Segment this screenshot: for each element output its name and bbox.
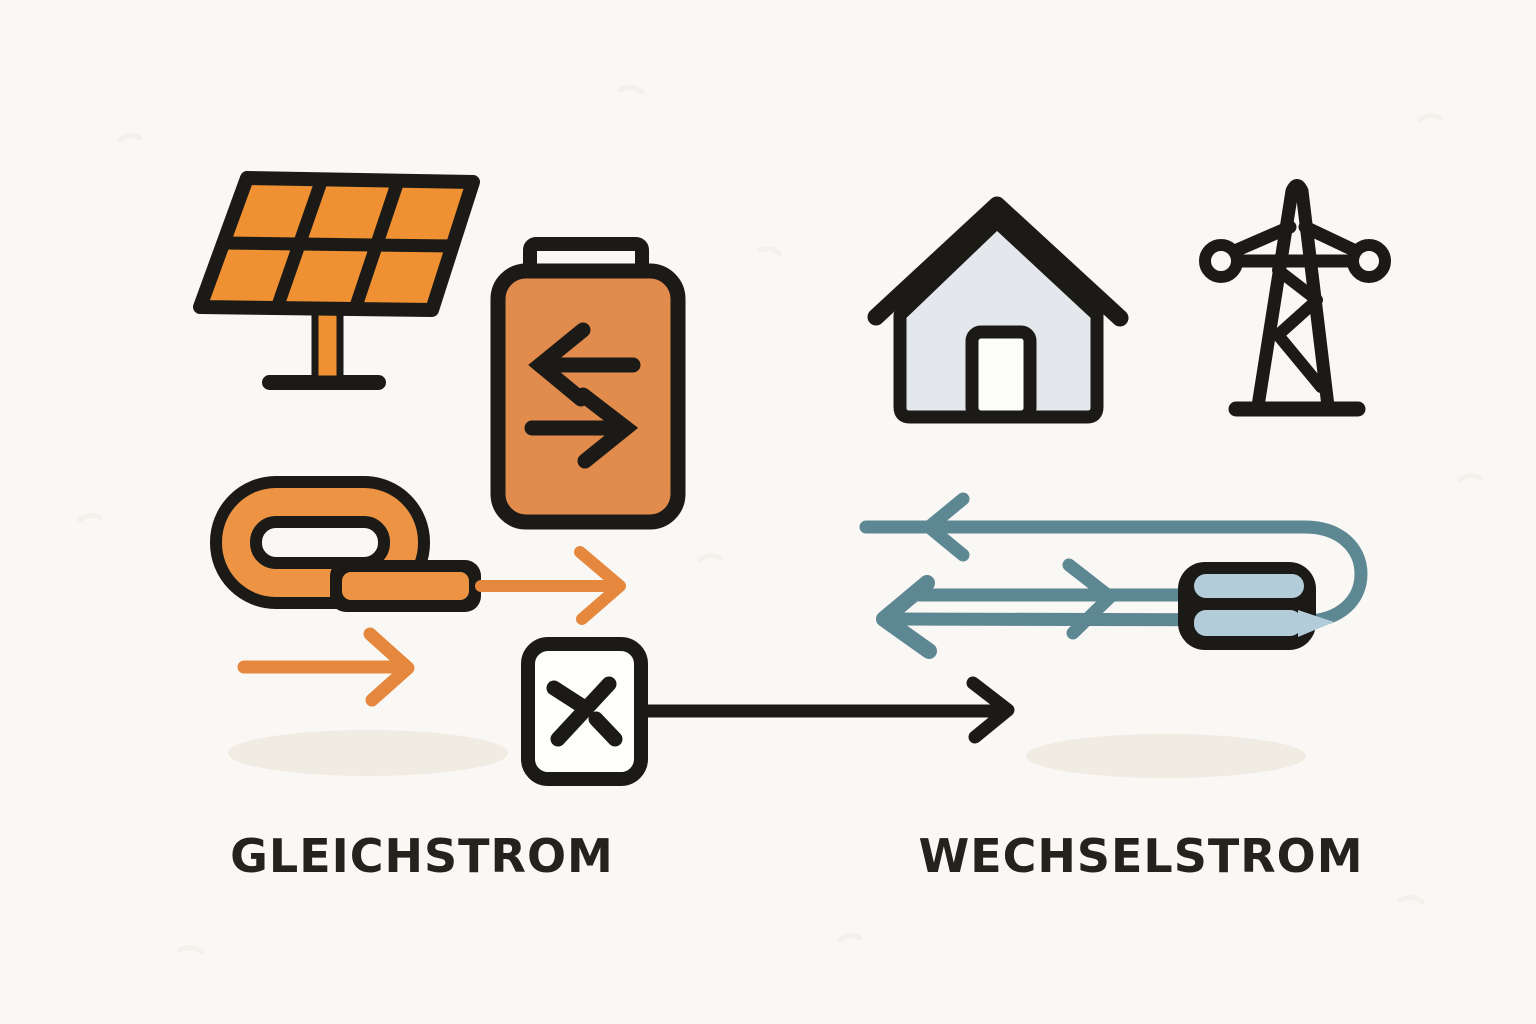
ground-shadow-right [1026, 734, 1306, 778]
ac-cable-top-loop [859, 520, 1368, 628]
ac-plug-cable-top [1194, 574, 1304, 598]
ac-arrow-right [1062, 558, 1117, 640]
inverter-icon [521, 637, 648, 786]
battery-exchange-arrows [524, 322, 641, 469]
ac-plug-icon [1178, 562, 1334, 650]
ac-plug-cable-bottom [1194, 610, 1302, 636]
house-icon [867, 196, 1129, 424]
ac-label: WECHSELSTROM [918, 829, 1364, 883]
pylon-insulator-right [1347, 239, 1391, 283]
pylon-legs [1251, 179, 1335, 413]
background-texture [77, 84, 1483, 955]
ac-arrow-left-top [922, 492, 970, 562]
dc-cable-coil-icon [210, 476, 481, 612]
pylon-lattice [1272, 264, 1327, 393]
battery-icon [490, 237, 686, 530]
power-pylon-icon [1199, 179, 1391, 417]
solar-panel-grid [223, 176, 453, 312]
dc-to-ac-arrow-icon [634, 676, 1015, 744]
solar-panel-icon [193, 171, 480, 390]
dc-coil-cable [222, 488, 418, 597]
house-roof [867, 196, 1129, 327]
dc-coil-end [342, 572, 469, 600]
inverter-switch-symbol [546, 676, 623, 747]
house-body [893, 215, 1104, 424]
ground-shadow-left [228, 730, 508, 776]
dc-label: GLEICHSTROM [230, 829, 614, 883]
dc-arrow-icon [237, 546, 626, 707]
house-door [965, 325, 1037, 424]
pylon-insulator-left [1199, 239, 1243, 283]
ac-plug-cable-tip [1298, 610, 1334, 637]
